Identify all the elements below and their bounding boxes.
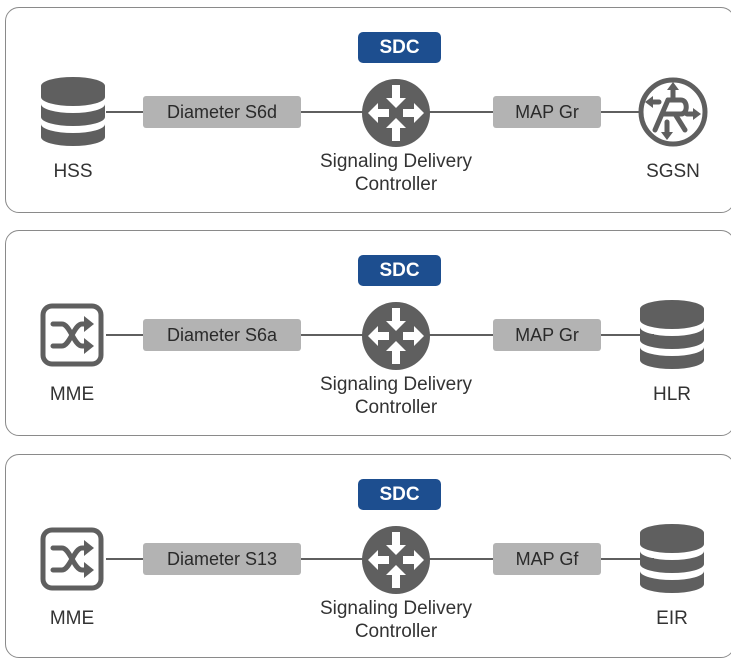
panel-hss-sgsn: SDC Diameter S6d MAP Gr HSS Signaling De… xyxy=(5,7,731,213)
panel-mme-eir: SDC Diameter S13 MAP Gf MME Signaling De… xyxy=(5,454,731,658)
right-node-label: HLR xyxy=(652,384,691,405)
router-icon xyxy=(361,525,431,595)
panel-mme-hlr: SDC Diameter S6a MAP Gr MME Signaling De… xyxy=(5,230,731,436)
sgsn-router-icon xyxy=(637,76,709,148)
link-label-left: Diameter S6d xyxy=(143,96,301,128)
database-icon xyxy=(38,76,108,148)
link-label-left: Diameter S13 xyxy=(143,543,301,575)
left-node-label: HSS xyxy=(53,161,93,182)
controller-label: Signaling Delivery Controller xyxy=(319,374,473,418)
left-node-label: MME xyxy=(49,608,95,629)
right-node-label: EIR xyxy=(656,608,688,629)
link-label-right: MAP Gr xyxy=(493,319,601,351)
link-label-left: Diameter S6a xyxy=(143,319,301,351)
controller-label: Signaling Delivery Controller xyxy=(319,598,473,642)
left-node-label: MME xyxy=(49,384,95,405)
switch-icon xyxy=(40,527,104,591)
link-label-right: MAP Gr xyxy=(493,96,601,128)
sdc-badge: SDC xyxy=(358,255,441,286)
link-label-right: MAP Gf xyxy=(493,543,601,575)
sdc-badge: SDC xyxy=(358,32,441,63)
database-icon xyxy=(637,523,707,595)
switch-icon xyxy=(40,303,104,367)
sdc-badge: SDC xyxy=(358,479,441,510)
controller-label: Signaling Delivery Controller xyxy=(319,151,473,195)
router-icon xyxy=(361,78,431,148)
router-icon xyxy=(361,301,431,371)
right-node-label: SGSN xyxy=(646,161,700,182)
database-icon xyxy=(637,299,707,371)
